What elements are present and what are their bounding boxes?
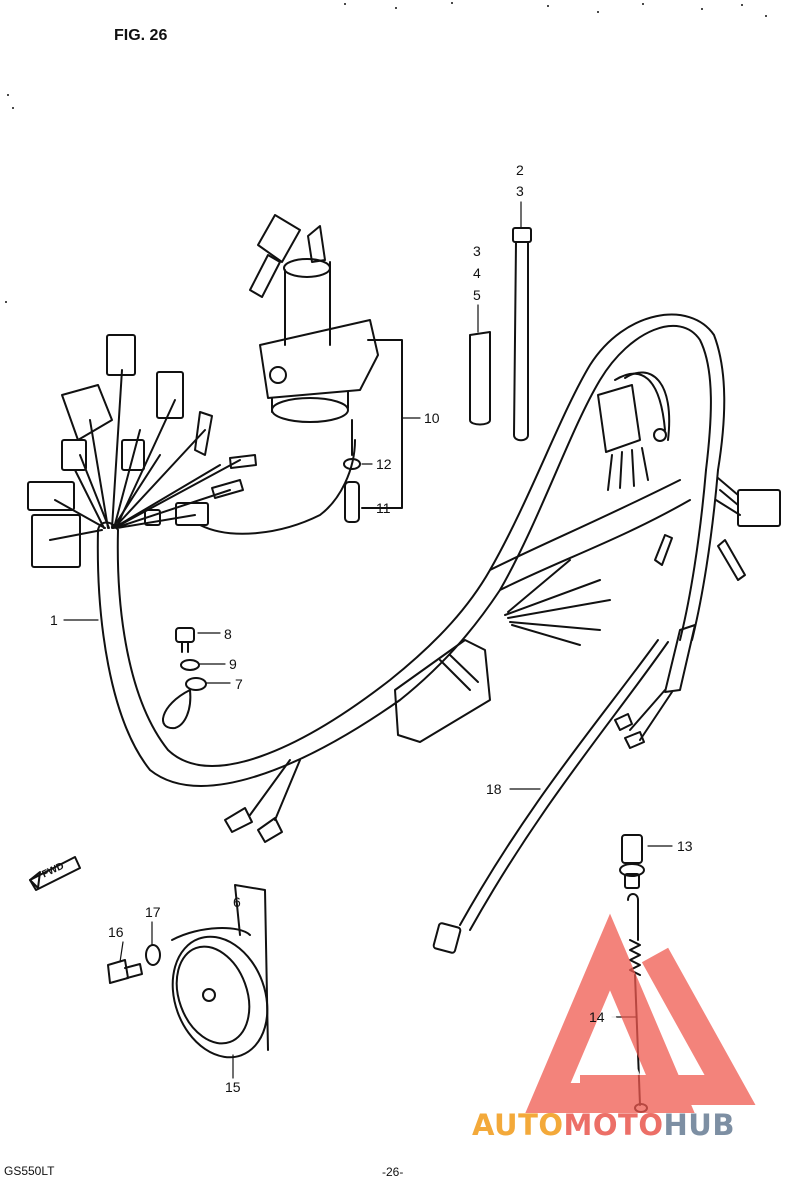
callout-14: 14 xyxy=(589,1009,605,1025)
harness-connectors xyxy=(27,334,257,568)
callout-3: 3 xyxy=(516,183,524,199)
callout-7: 7 xyxy=(235,676,243,692)
watermark-moto: MOTO xyxy=(563,1108,664,1142)
footer-page: -26- xyxy=(382,1165,404,1179)
callout-5: 5 xyxy=(473,287,481,303)
horn-washer xyxy=(145,944,161,966)
relay-block xyxy=(597,371,671,491)
callout-1: 1 xyxy=(50,612,58,628)
callout-13: 13 xyxy=(677,838,693,854)
callout-18: 18 xyxy=(486,781,502,797)
ignition-switch xyxy=(249,214,379,423)
harness-terminals xyxy=(224,807,283,843)
callout-11: 11 xyxy=(376,500,391,516)
right-connectors xyxy=(654,477,781,581)
watermark-text: AUTOMOTOHUB xyxy=(472,1108,735,1142)
callout-17: 17 xyxy=(145,904,161,920)
callout-15: 15 xyxy=(225,1079,241,1095)
figure-title: FIG. 26 xyxy=(114,27,168,44)
watermark-auto: AUTO xyxy=(472,1108,564,1142)
callout-3b: 3 xyxy=(473,243,481,259)
horn-bolt xyxy=(107,959,143,984)
bolt-washer-clamp xyxy=(162,627,207,730)
tachometer-cable xyxy=(432,639,669,954)
wiring-harness xyxy=(49,313,726,821)
cable-ties xyxy=(469,227,532,442)
horn xyxy=(171,884,269,1059)
watermark-logo xyxy=(525,913,756,1113)
callout-bracket-10 xyxy=(361,339,403,509)
watermark-logo-inner xyxy=(580,1002,640,1075)
callout-12: 12 xyxy=(376,456,392,472)
callout-4: 4 xyxy=(473,265,481,281)
callout-2: 2 xyxy=(516,162,524,178)
callout-10: 10 xyxy=(424,410,440,426)
ignition-small-parts xyxy=(343,419,361,523)
watermark-hub: HUB xyxy=(663,1108,735,1142)
lower-right-leads xyxy=(614,624,696,749)
callout-8: 8 xyxy=(224,626,232,642)
callout-6: 6 xyxy=(233,894,241,910)
footer-model: GS550LT xyxy=(4,1164,55,1178)
callout-9: 9 xyxy=(229,656,237,672)
forward-arrow-icon xyxy=(29,856,81,891)
brake-switch xyxy=(619,834,645,889)
callout-16: 16 xyxy=(108,924,124,940)
scan-speckles xyxy=(5,2,767,303)
regulator-block xyxy=(394,639,491,743)
